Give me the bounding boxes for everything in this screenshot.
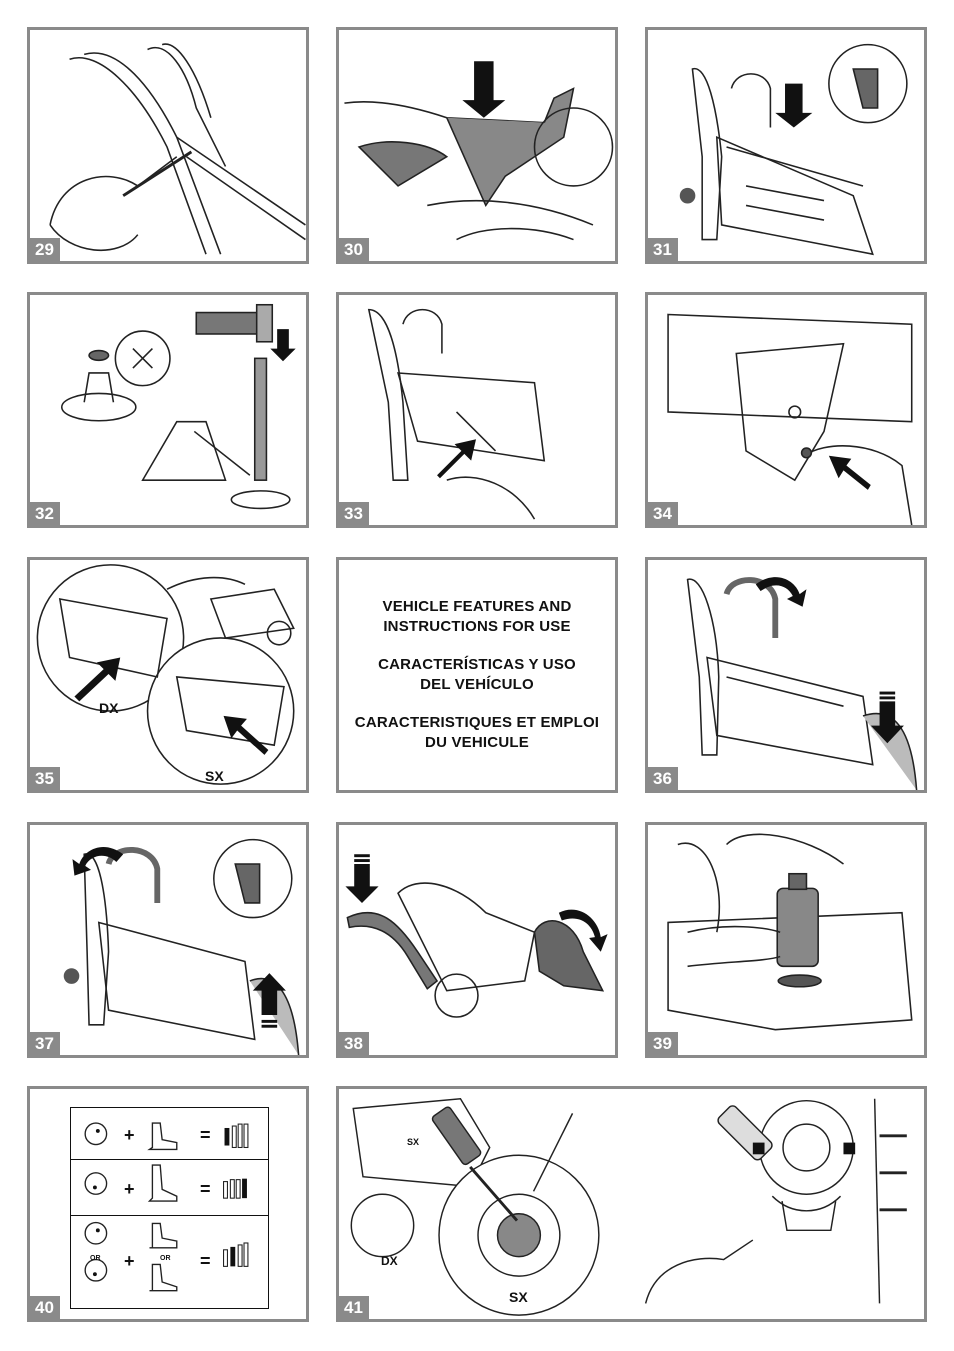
step-number: 36 [648, 767, 678, 790]
step-number: 29 [30, 238, 60, 261]
step-41-illustration [350, 1097, 907, 1316]
step-number: 32 [30, 502, 60, 525]
step-number: 34 [648, 502, 678, 525]
step-34-illustration [667, 313, 913, 525]
title-french: CARACTERISTIQUES ET EMPLOI DU VEHICULE [354, 714, 600, 751]
equals-sign: = [200, 1179, 211, 1199]
down-arrow-icon [775, 83, 813, 128]
step-37-illustration [63, 838, 300, 1055]
table-row [70, 1107, 269, 1160]
step-37-panel: 37 [27, 822, 309, 1058]
title-english: VEHICLE FEATURES AND INSTRUCTIONS FOR US… [382, 598, 572, 635]
step-41-panel: SX DX SX 41 [336, 1086, 927, 1322]
step-40-panel: + = + = + = OR OR 40 [27, 1086, 309, 1322]
or-label: OR [90, 1255, 101, 1262]
step-38-panel: 38 [336, 822, 618, 1058]
sx-label: SX [509, 1289, 528, 1305]
plus-sign: + [124, 1179, 135, 1199]
step-30-illustration [344, 61, 614, 241]
step-number: 37 [30, 1032, 60, 1055]
up-left-arrow-icon [223, 715, 269, 755]
table-row [70, 1215, 269, 1309]
step-34-panel: 34 [645, 292, 927, 528]
step-number: 39 [648, 1032, 678, 1055]
step-number: 40 [30, 1296, 60, 1319]
dx-label: DX [99, 700, 119, 716]
sx-small-label: SX [407, 1137, 420, 1147]
down-arrow-icon [462, 61, 506, 118]
step-40-illustration [84, 1122, 249, 1292]
title-spanish: CARACTERÍSTICAS Y USO DEL VEHÍCULO [378, 656, 576, 693]
up-right-arrow-icon [437, 439, 477, 479]
rotate-arrow-icon [558, 909, 608, 952]
step-32-panel: 32 [27, 292, 309, 528]
dx-label: DX [381, 1254, 398, 1268]
step-number: 31 [648, 238, 678, 261]
step-36-panel: 36 [645, 557, 927, 793]
or-label: OR [160, 1255, 171, 1262]
rotate-arrow-icon [755, 577, 807, 607]
step-36-illustration [686, 577, 918, 790]
step-31-illustration [679, 43, 908, 256]
step-number: 38 [339, 1032, 369, 1055]
up-arrow-icon [252, 973, 286, 1016]
step-32-illustration [60, 303, 296, 510]
up-right-arrow-icon [74, 657, 121, 702]
step-31-panel: 31 [645, 27, 927, 264]
step-number: 33 [339, 502, 369, 525]
step-number: 30 [339, 238, 369, 261]
equals-sign: = [200, 1125, 211, 1145]
step-29-illustration [49, 43, 306, 255]
step-33-illustration [367, 308, 546, 520]
step-38-illustration [345, 854, 608, 1018]
step-number: 41 [339, 1296, 369, 1319]
table-row [70, 1159, 269, 1216]
step-39-illustration [667, 833, 913, 1031]
rotate-arrow-icon [72, 847, 124, 876]
step-30-panel: 30 [336, 27, 618, 264]
equals-sign: = [200, 1251, 211, 1271]
step-35-illustration [36, 564, 295, 785]
plus-sign: + [124, 1251, 135, 1271]
title-panel: VEHICLE FEATURES AND INSTRUCTIONS FOR US… [336, 557, 618, 793]
sx-label: SX [205, 768, 224, 784]
step-33-panel: 33 [336, 292, 618, 528]
step-number: 35 [30, 767, 60, 790]
down-arrow-icon [270, 329, 296, 362]
step-39-panel: 39 [645, 822, 927, 1058]
step-29-panel: 29 [27, 27, 309, 264]
down-arrow-icon [345, 863, 379, 903]
plus-sign: + [124, 1125, 135, 1145]
up-left-arrow-icon [828, 455, 871, 490]
step-35-panel: DX SX 35 [27, 557, 309, 793]
down-arrow-icon [870, 701, 904, 744]
